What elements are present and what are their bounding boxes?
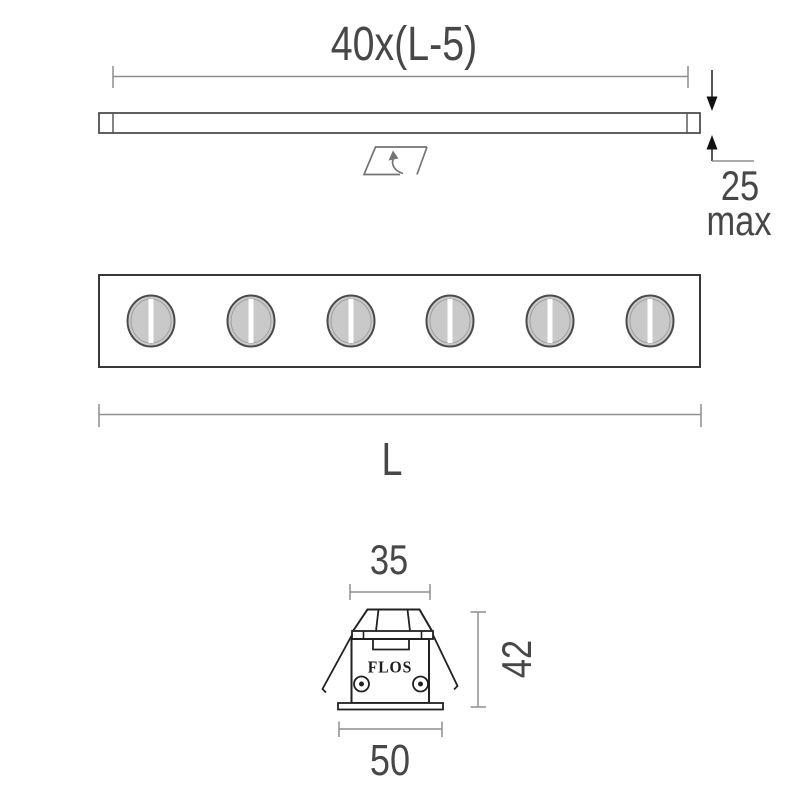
overall-length-label: L	[381, 433, 403, 485]
led-lens	[625, 294, 675, 348]
brand-logo: FLOS	[367, 657, 413, 677]
section-top-dimension-label: 35	[369, 536, 409, 583]
aim-symbol-icon	[362, 146, 428, 176]
height-dimension-qualifier-label: max	[706, 197, 772, 244]
led-highlight	[547, 299, 553, 343]
led-lens	[425, 294, 475, 348]
led-lens	[326, 294, 376, 348]
body-notch	[372, 639, 410, 651]
section-height-dimension-label: 42	[493, 639, 540, 679]
recess-flange	[337, 702, 444, 711]
cap-inner-line	[375, 609, 380, 632]
section-view	[321, 584, 486, 737]
profile-bar	[98, 112, 701, 134]
front-view	[98, 274, 702, 427]
section-cap	[352, 608, 433, 632]
led-lens	[226, 294, 276, 348]
top-view	[98, 66, 754, 176]
led-highlight	[447, 299, 453, 343]
led-highlight	[248, 299, 254, 343]
led-lens-row	[126, 294, 675, 348]
cap-inner-line	[406, 609, 411, 632]
screw-icon	[353, 675, 370, 693]
section-bottom-dimension-label: 50	[369, 736, 411, 785]
led-lens	[126, 294, 176, 348]
mounting-clip	[432, 634, 459, 691]
up-arrow-icon	[706, 135, 754, 162]
mounting-clip	[321, 634, 353, 694]
fixture-front-outline	[98, 274, 701, 368]
led-highlight	[148, 299, 154, 343]
height-dimension-value-label: 25	[720, 162, 760, 209]
led-lens	[525, 294, 575, 348]
led-highlight	[348, 299, 354, 343]
top-length-dimension-label: 40x(L-5)	[330, 18, 478, 71]
screw-icon	[412, 675, 429, 693]
led-highlight	[647, 299, 653, 343]
down-arrow-icon	[706, 70, 718, 111]
